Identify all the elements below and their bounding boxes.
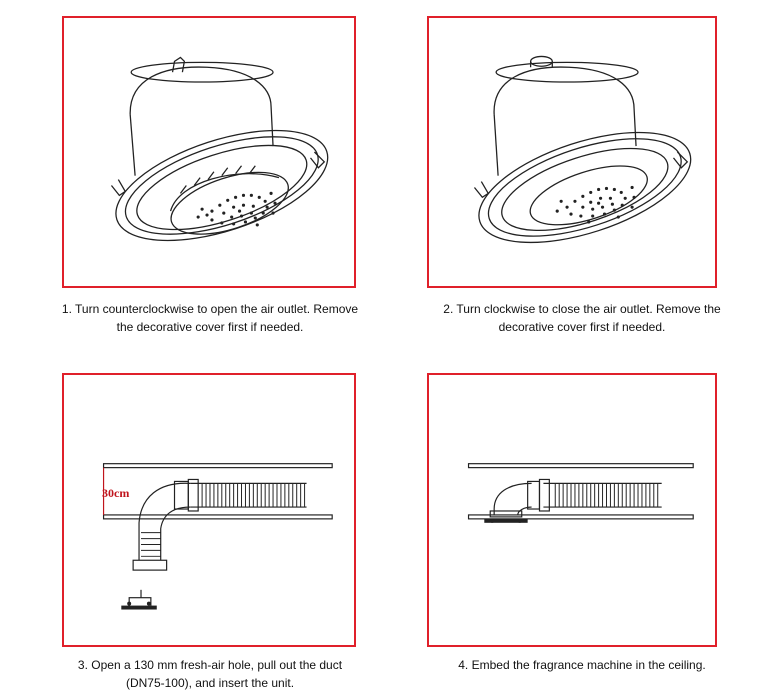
- duct-height-dimension-label: 30cm: [102, 486, 130, 500]
- step-1-caption-line-1: 1. Turn counterclockwise to open the air…: [61, 302, 359, 316]
- ceiling-embedded-illustration: [467, 463, 694, 523]
- step-3-caption-line-2: (DN75-100), and insert the unit.: [125, 676, 295, 690]
- step-1-caption: 1. Turn counterclockwise to open the air…: [40, 300, 380, 336]
- duct-installation-illustration: [102, 463, 333, 610]
- step-2-caption-line-1: 2. Turn clockwise to close the air outle…: [443, 302, 721, 316]
- step-2-illustration-frame: [427, 16, 717, 288]
- step-4-caption: 4. Embed the fragrance machine in the ce…: [412, 656, 752, 674]
- step-3-illustration-frame: 30cm: [62, 373, 356, 647]
- step-3-caption-line-1: 3. Open a 130 mm fresh-air hole, pull ou…: [77, 658, 343, 672]
- step-3-caption: 3. Open a 130 mm fresh-air hole, pull ou…: [40, 656, 380, 692]
- step-2-caption: 2. Turn clockwise to close the air outle…: [412, 300, 752, 336]
- step-1-caption-line-2: the decorative cover first if needed.: [116, 320, 304, 334]
- step-4-caption-line-1: 4. Embed the fragrance machine in the ce…: [458, 658, 706, 672]
- diffuser-open-illustration: [110, 56, 329, 242]
- diffuser-closed-illustration: [473, 55, 692, 244]
- step-2-caption-line-2: decorative cover first if needed.: [498, 320, 666, 334]
- step-4-illustration-frame: [427, 373, 717, 647]
- step-1-illustration-frame: [62, 16, 356, 288]
